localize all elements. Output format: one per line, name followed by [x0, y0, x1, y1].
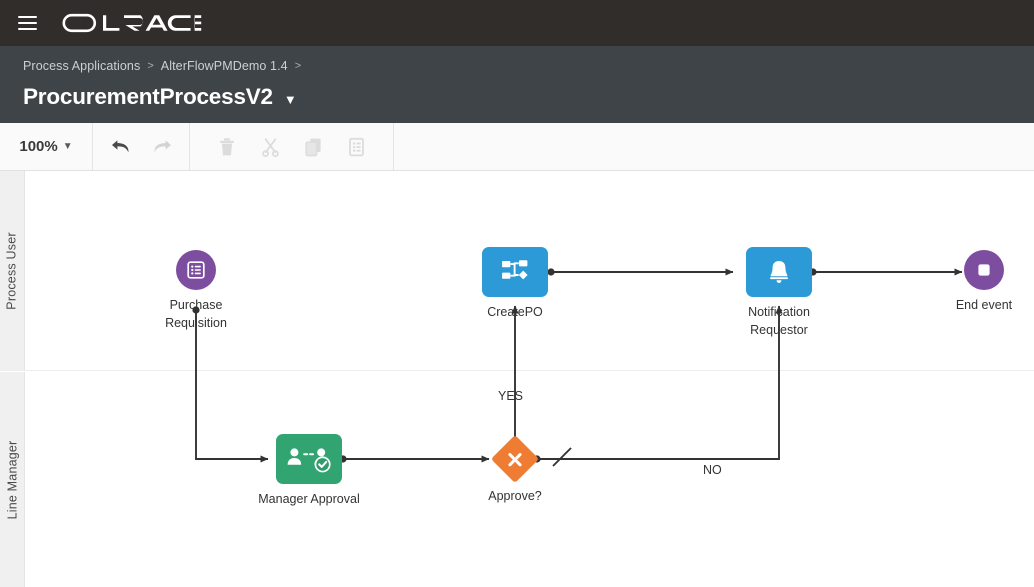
node-label-end-event: End event	[955, 298, 1013, 312]
breadcrumb-separator: >	[147, 60, 154, 72]
node-end-event[interactable]: End event	[934, 250, 1034, 314]
node-create-po[interactable]: CreatePO	[452, 247, 578, 321]
zoom-dropdown[interactable]: 100% ▼	[0, 123, 93, 170]
human-task-shape	[276, 434, 342, 484]
top-bar	[0, 0, 1034, 46]
start-event-shape	[176, 250, 216, 290]
bell-icon	[770, 261, 788, 283]
node-notification-requestor[interactable]: Notification Requestor	[716, 247, 842, 339]
toolbar-spacer	[394, 123, 1034, 170]
edit-button-group	[190, 123, 394, 170]
node-approve-gateway[interactable]: Approve?	[465, 434, 565, 505]
node-manager-approval[interactable]: Manager Approval	[246, 434, 372, 508]
lane-label-process-user: Process User	[5, 231, 20, 310]
page-header: Process Applications > AlterFlowPMDemo 1…	[0, 46, 1034, 123]
breadcrumb: Process Applications > AlterFlowPMDemo 1…	[23, 57, 1034, 75]
node-purchase-requisition[interactable]: Purchase Requisition	[146, 250, 246, 332]
undo-button[interactable]	[109, 136, 131, 158]
approval-users-check-icon	[287, 448, 331, 473]
lane-line-manager: Line Manager	[0, 372, 1034, 587]
oracle-logo[interactable]	[62, 11, 202, 35]
paste-button[interactable]	[345, 136, 367, 158]
breadcrumb-separator: >	[294, 60, 302, 72]
node-label-create-po: CreatePO	[487, 305, 543, 319]
service-flow-icon	[502, 260, 528, 280]
hamburger-icon[interactable]	[14, 10, 40, 36]
node-label-notification-requestor: Notification Requestor	[748, 305, 810, 338]
notification-task-shape	[746, 247, 812, 297]
lane-label-line-manager: Line Manager	[5, 440, 19, 519]
lane-header-line-manager[interactable]: Line Manager	[0, 372, 25, 587]
node-label-approve-gateway: Approve?	[488, 489, 542, 503]
lane-header-process-user[interactable]: Process User	[0, 171, 25, 370]
cut-button[interactable]	[259, 136, 281, 158]
service-task-shape	[482, 247, 548, 297]
redo-button[interactable]	[151, 136, 173, 158]
breadcrumb-item-process-applications[interactable]: Process Applications	[23, 59, 141, 73]
node-label-purchase-requisition: Purchase Requisition	[165, 298, 227, 331]
form-list-icon	[187, 261, 205, 279]
flow-label-no: NO	[703, 463, 722, 477]
gateway-x-icon	[507, 451, 524, 468]
hamburger-line	[17, 22, 37, 24]
editor-toolbar: 100% ▼	[0, 123, 1034, 171]
delete-button[interactable]	[216, 136, 238, 158]
chevron-down-icon[interactable]: ▼	[283, 91, 297, 107]
hamburger-line	[17, 28, 37, 30]
page-title: ProcurementProcessV2	[23, 84, 273, 109]
diagram-canvas[interactable]: Process User Line Manager	[0, 171, 1034, 587]
exclusive-gateway-shape	[490, 434, 540, 484]
end-event-shape	[964, 250, 1004, 290]
history-button-group	[93, 123, 190, 170]
hamburger-line	[17, 16, 37, 18]
flow-label-yes: YES	[498, 389, 524, 403]
zoom-level-label: 100%	[19, 138, 58, 155]
breadcrumb-item-alterflowpmdemo[interactable]: AlterFlowPMDemo 1.4	[160, 59, 288, 73]
stop-square-icon	[978, 264, 990, 276]
chevron-down-icon: ▼	[62, 140, 73, 152]
copy-button[interactable]	[302, 136, 324, 158]
lane-process-user: Process User	[0, 171, 1034, 371]
title-row: ProcurementProcessV2 ▼	[23, 84, 1034, 110]
node-label-manager-approval: Manager Approval	[258, 492, 360, 506]
